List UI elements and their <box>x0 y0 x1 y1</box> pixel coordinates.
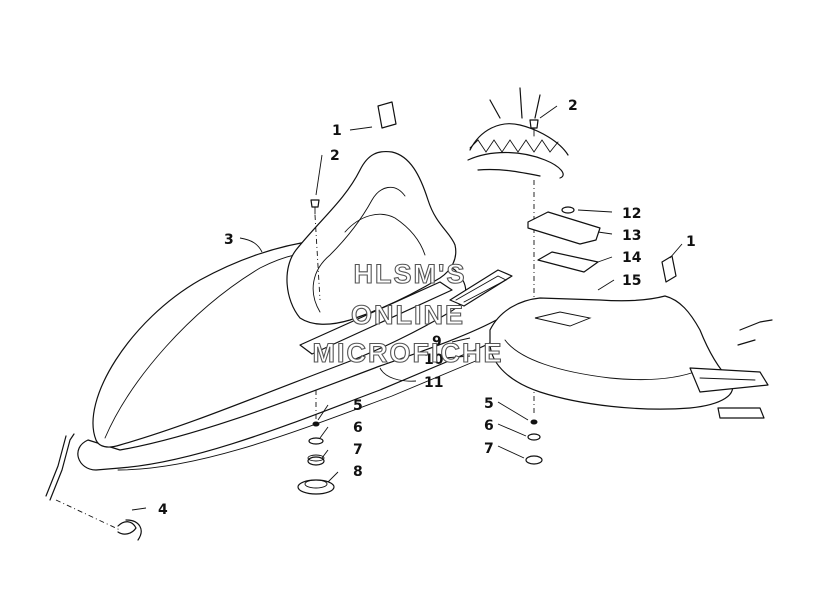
watermark-line-3: MICROFICHE <box>313 338 504 368</box>
pad-right <box>661 255 677 283</box>
screw-left <box>310 199 320 215</box>
callout-2-right: 2 <box>568 98 578 114</box>
seat-latch <box>45 433 142 541</box>
callout-11: 11 <box>424 375 443 391</box>
backrest-pad <box>377 101 397 129</box>
callout-9: 9 <box>432 334 442 350</box>
seat-skirt <box>117 359 479 471</box>
centerline-screw-left <box>314 214 321 301</box>
callout-1-left: 1 <box>332 123 342 139</box>
callout-10: 10 <box>424 352 444 368</box>
nut-right <box>530 419 538 425</box>
seat-side-rail <box>299 281 453 355</box>
callout-13: 13 <box>622 228 641 244</box>
washer-right <box>527 433 541 441</box>
spacer-right <box>525 455 543 465</box>
tray-side-plate <box>689 367 769 393</box>
callout-2-left: 2 <box>330 148 340 164</box>
callout-7-left: 7 <box>353 442 363 458</box>
nut-left <box>312 421 320 427</box>
callout-7-right: 7 <box>484 441 494 457</box>
base-tray <box>489 295 734 410</box>
callout-5-right: 5 <box>484 396 494 412</box>
watermark-line-1: HLSM'S <box>354 259 467 289</box>
backrest-contour-2 <box>344 213 426 256</box>
callout-6-right: 6 <box>484 418 494 434</box>
callout-14: 14 <box>622 250 642 266</box>
watermark-line-2: ONLINE <box>351 300 465 330</box>
callout-6-left: 6 <box>353 420 363 436</box>
leader-lines <box>131 105 683 511</box>
gasket-frame <box>537 251 599 273</box>
callout-labels: 1 2 3 4 5 6 7 8 9 10 11 2 12 13 14 15 1 … <box>158 98 696 518</box>
knob <box>561 206 575 214</box>
callout-5-left: 5 <box>353 398 363 414</box>
callout-3: 3 <box>224 232 234 248</box>
callout-12: 12 <box>622 206 641 222</box>
tray-opening <box>534 311 592 327</box>
washer-left <box>308 437 324 445</box>
callout-1-right: 1 <box>686 234 696 250</box>
mount-stack-left <box>297 390 335 495</box>
screw-right <box>529 119 539 137</box>
bracket-plate <box>527 211 601 245</box>
gasket-strip <box>449 269 513 307</box>
callout-8: 8 <box>353 464 363 480</box>
grommet-left <box>297 479 335 495</box>
backrest-contour <box>312 186 406 313</box>
handlebar-cluster <box>467 87 569 179</box>
right-assembly <box>449 87 773 465</box>
callout-15: 15 <box>622 273 641 289</box>
seat-assembly <box>77 101 513 471</box>
watermark: HLSM'S ONLINE MICROFICHE <box>312 258 504 368</box>
callout-4: 4 <box>158 502 168 518</box>
